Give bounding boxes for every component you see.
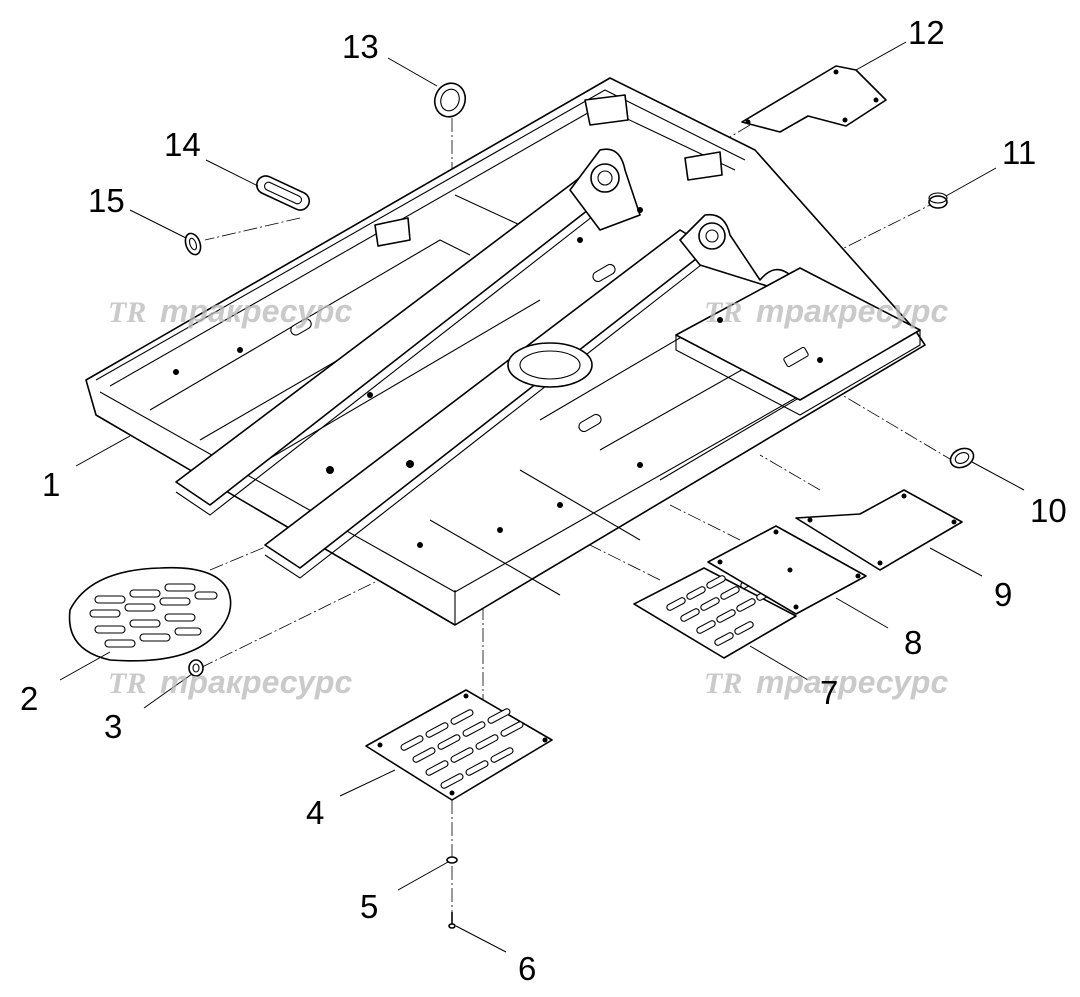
- callout-10: 10: [1030, 492, 1067, 529]
- callout-1: 1: [42, 466, 60, 503]
- callout-8: 8: [904, 624, 922, 661]
- watermark-logo: TR: [108, 296, 146, 329]
- watermark-text: тракресурс: [160, 293, 352, 329]
- leader-lines: [59, 41, 1025, 953]
- callout-6: 6: [518, 950, 536, 987]
- callout-7: 7: [820, 674, 838, 711]
- callout-12: 12: [908, 14, 945, 51]
- grommet-15: [184, 232, 202, 256]
- callout-5: 5: [360, 888, 378, 925]
- callout-11: 11: [1002, 134, 1036, 171]
- grommet-14: [255, 175, 311, 211]
- watermark-logo: TR: [704, 667, 742, 700]
- main-frame: [85, 77, 926, 626]
- watermark-3: TR тракресурс: [108, 664, 352, 700]
- cover-plate-7-slots: [666, 575, 776, 646]
- callout-9: 9: [994, 576, 1012, 613]
- bolt-6: [448, 912, 456, 929]
- cover-plate-12: [741, 65, 887, 133]
- callout-2: 2: [20, 680, 38, 717]
- cover-plate-2: [68, 566, 232, 662]
- grommet-3: [188, 659, 204, 677]
- swing-bearing: [507, 342, 593, 388]
- watermark-text: тракресурс: [160, 664, 352, 700]
- cover-plate-2-slots: [89, 583, 218, 648]
- watermark-text: тракресурс: [756, 664, 948, 700]
- grommet-10: [949, 447, 975, 469]
- callout-3: 3: [104, 708, 122, 745]
- callout-13: 13: [342, 28, 379, 65]
- plug-11: [928, 192, 948, 209]
- callout-labels: 1 2 3 4 5 6 7 8 9 10 11 12 13 14 15: [20, 14, 1067, 987]
- frame-holes: [173, 207, 823, 548]
- callout-4: 4: [306, 794, 324, 831]
- cover-plate-9: [795, 489, 963, 571]
- callout-14: 14: [164, 126, 201, 163]
- watermark-2: TR тракресурс: [704, 293, 948, 329]
- watermark-text: тракресурс: [756, 293, 948, 329]
- washer-5: [446, 856, 458, 864]
- cover-plate-4: [365, 689, 553, 801]
- watermark-logo: TR: [108, 667, 146, 700]
- watermark-1: TR тракресурс: [108, 293, 352, 329]
- grommet-13: [433, 82, 467, 118]
- watermark-logo: TR: [704, 296, 742, 329]
- cover-plate-7: [633, 567, 797, 659]
- cover-plate-8: [707, 525, 867, 615]
- watermark-4: TR тракресурс: [704, 664, 948, 700]
- callout-15: 15: [88, 182, 125, 219]
- cover-plate-4-slots: [400, 708, 524, 789]
